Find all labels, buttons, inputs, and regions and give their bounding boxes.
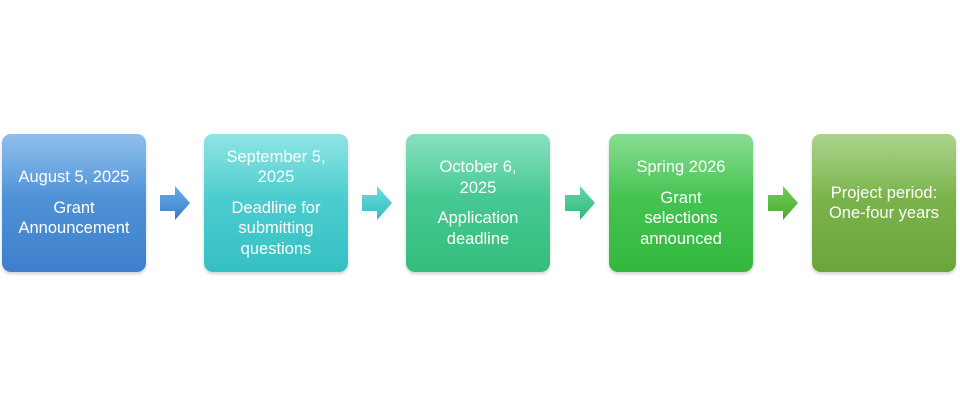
step-date-line2: 2025 [459, 178, 497, 197]
step-label-line1: Grant [660, 188, 702, 207]
step-label-line2: submitting [238, 219, 314, 238]
step-august-announcement: August 5, 2025 Grant Announcement [2, 134, 146, 272]
arrow-right-icon [768, 186, 798, 220]
step-label-line3: announced [640, 229, 722, 248]
step-label-line1: Application [437, 209, 519, 227]
arrow-right-icon [160, 186, 190, 220]
arrow-right-icon [565, 186, 595, 220]
step-date-line1: October 6, [439, 158, 517, 176]
step-label-line1: Project period: [830, 183, 938, 202]
step-date-line1: September 5, [226, 147, 326, 166]
step-date: Spring 2026 [636, 158, 726, 176]
step-label-line2: deadline [446, 229, 510, 248]
step-label-line2: One-four years [828, 204, 940, 222]
step-application-deadline: October 6, 2025 Application deadline [406, 134, 550, 272]
step-selections-announced: Spring 2026 Grant selections announced [609, 134, 753, 272]
step-label: Grant Announcement [18, 198, 130, 238]
step-project-period: Project period: One-four years [812, 134, 956, 272]
step-date-line2: 2025 [257, 168, 295, 187]
step-label-line3: questions [240, 239, 312, 258]
step-date: August 5, 2025 [18, 168, 130, 187]
step-questions-deadline: September 5, 2025 Deadline for submittin… [204, 134, 348, 272]
step-label-line2: selections [644, 209, 718, 227]
arrow-right-icon [362, 186, 392, 220]
step-label-line1: Deadline for [231, 198, 321, 217]
